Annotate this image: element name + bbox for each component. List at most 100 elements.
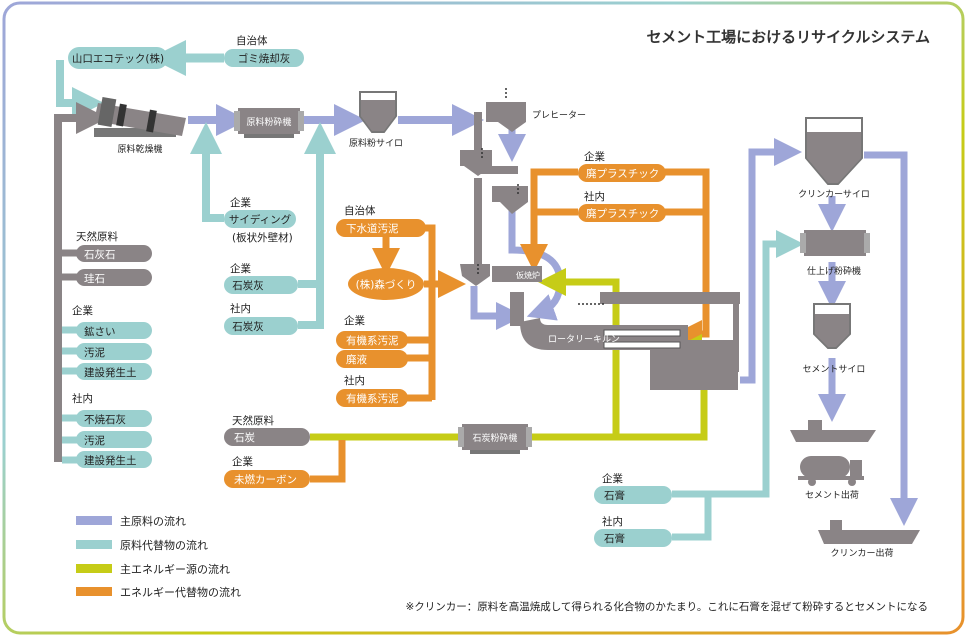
coal-ash-inhouse-label: 石炭灰: [232, 320, 264, 333]
raw-silo-icon: [359, 91, 397, 133]
company-gypsum-header: 企業: [602, 472, 623, 485]
legend-swatch-main-energy: [76, 564, 112, 573]
equipment-shapes: [94, 88, 920, 544]
sludge-inhouse-pill: [76, 431, 152, 448]
waste-plastic-company-pill: [578, 164, 666, 182]
inhouse-gypsum-header: 社内: [602, 515, 623, 528]
flow-lines: [54, 40, 918, 541]
sewage-sludge-pill: [336, 219, 426, 237]
municipality-header-2: 自治体: [344, 204, 376, 217]
limestone-label: 石灰石: [84, 248, 116, 261]
garbage-ash-label: ゴミ焼却灰: [238, 52, 291, 65]
gypsum-inhouse-label: 石膏: [604, 532, 625, 545]
equipment-labels: 原料乾燥機 原料粉砕機 原料粉サイロ プレヒーター 仮焼炉 ロータリーキルン 石…: [117, 110, 893, 559]
finish-mill-label: 仕上げ粉砕機: [807, 265, 861, 277]
clinker-silo-icon: [805, 117, 863, 185]
cement-truck-icon: [798, 456, 864, 486]
siding-note: (板状外壁材): [232, 231, 293, 244]
silica-pill: [76, 269, 152, 286]
organic-sludge-inhouse-label: 有機系汚泥: [346, 392, 399, 405]
coal-ash-inhouse-pill: [224, 317, 298, 335]
raw-mill-label: 原料粉砕機: [246, 116, 291, 128]
cement-silo-icon: [813, 303, 851, 349]
rotary-kiln-icon: [510, 292, 740, 390]
morizukuri-label: (株)森づくり: [356, 278, 417, 291]
gypsum-company-pill: [594, 486, 672, 504]
inhouse-coal-ash-header: 社内: [230, 302, 251, 315]
coal-mill-label: 石炭粉砕機: [472, 432, 517, 444]
coal-ash-company-pill: [224, 276, 298, 294]
company-carbon-header: 企業: [232, 455, 253, 468]
unburnt-lime-pill: [76, 410, 152, 427]
legend-label-main-energy: 主エネルギー源の流れ: [120, 562, 230, 576]
natural-raw-header: 天然原料: [76, 230, 118, 243]
morizukuri-pill: [348, 268, 424, 300]
calciner-label: 仮焼炉: [516, 270, 540, 280]
legend-label-alt-energy: エネルギー代替物の流れ: [120, 585, 241, 599]
yamaguchi-ecotech-pill: [68, 47, 168, 69]
soil-company-label: 建設発生土: [84, 366, 137, 379]
waste-plastic-inhouse-label: 廃プラスチック: [586, 207, 659, 220]
inhouse-sludge-header: 社内: [344, 374, 365, 387]
unburnt-carbon-pill: [224, 470, 310, 488]
clinker-silo-label: クリンカーサイロ: [798, 189, 870, 200]
inhouse-plastic-header: 社内: [584, 190, 605, 203]
coal-ash-company-label: 石炭灰: [232, 279, 264, 292]
company-coal-ash-header: 企業: [230, 262, 251, 275]
siding-pill: [224, 210, 296, 228]
silica-label: 珪石: [84, 272, 105, 285]
sludge-inhouse-label: 汚泥: [84, 434, 105, 447]
coal-mill-icon: [458, 424, 532, 454]
diagram-title: セメント工場におけるリサイクルシステム: [646, 28, 930, 46]
organic-sludge-company-pill: [336, 331, 408, 349]
siding-label: サイディング: [229, 213, 292, 226]
finish-mill-icon: [800, 230, 870, 256]
waste-liquid-pill: [336, 350, 408, 368]
legend-swatch-main-raw: [76, 516, 112, 525]
unburnt-lime-label: 不焼石灰: [84, 413, 126, 426]
company-sludge-header: 企業: [344, 314, 365, 327]
inhouse-left-header: 社内: [72, 392, 93, 405]
gypsum-company-label: 石膏: [604, 489, 625, 502]
clinker-shipping-label: クリンカー出荷: [830, 547, 893, 559]
raw-dryer-icon: [94, 96, 186, 137]
slag-label: 鉱さい: [84, 325, 116, 338]
cement-shipping-label: セメント出荷: [805, 489, 859, 501]
footnote: ※クリンカー：原料を高温焼成して得られる化合物のかたまり。これに石膏を混ぜて粉砕…: [405, 600, 928, 613]
soil-company-pill: [76, 363, 152, 380]
cement-ship-icon: [790, 420, 876, 442]
soil-inhouse-label: 建設発生土: [84, 454, 137, 467]
cement-silo-label: セメントサイロ: [803, 364, 866, 375]
municipality-header-1: 自治体: [236, 34, 268, 47]
limestone-pill: [76, 245, 152, 262]
preheater-label: プレヒーター: [532, 110, 586, 121]
company-left-header: 企業: [72, 304, 93, 317]
legend-swatch-alt-raw: [76, 540, 112, 549]
rotary-kiln-label: ロータリーキルン: [548, 334, 620, 345]
soil-inhouse-pill: [76, 451, 152, 468]
organic-sludge-inhouse-pill: [336, 389, 408, 407]
gypsum-inhouse-pill: [594, 529, 672, 547]
source-labels: 山口エコテック(株) 自治体 ゴミ焼却灰 企業 サイディング (板状外壁材) 企…: [68, 34, 672, 547]
yamaguchi-ecotech-label: 山口エコテック(株): [72, 52, 164, 65]
legend-swatch-alt-energy: [76, 587, 112, 596]
company-plastic-header: 企業: [584, 150, 605, 163]
legend-label-alt-raw: 原料代替物の流れ: [120, 538, 208, 552]
waste-plastic-inhouse-pill: [578, 204, 666, 222]
coal-pill: [224, 428, 310, 446]
organic-sludge-company-label: 有機系汚泥: [346, 334, 399, 347]
sludge-company-pill: [76, 343, 152, 360]
garbage-ash-pill: [224, 49, 304, 67]
natural-fuel-header: 天然原料: [232, 414, 274, 427]
legend: 主原料の流れ 原料代替物の流れ 主エネルギー源の流れ エネルギー代替物の流れ: [76, 514, 241, 599]
clinker-ship-icon: [818, 520, 920, 544]
unburnt-carbon-label: 未燃カーボン: [234, 473, 297, 486]
slag-pill: [76, 322, 152, 339]
legend-label-main-raw: 主原料の流れ: [120, 514, 186, 528]
waste-liquid-label: 廃液: [346, 353, 367, 366]
raw-dryer-label: 原料乾燥機: [117, 143, 162, 155]
raw-silo-label: 原料粉サイロ: [349, 137, 403, 149]
company-siding-header: 企業: [230, 196, 251, 209]
sewage-sludge-label: 下水道汚泥: [346, 222, 399, 235]
